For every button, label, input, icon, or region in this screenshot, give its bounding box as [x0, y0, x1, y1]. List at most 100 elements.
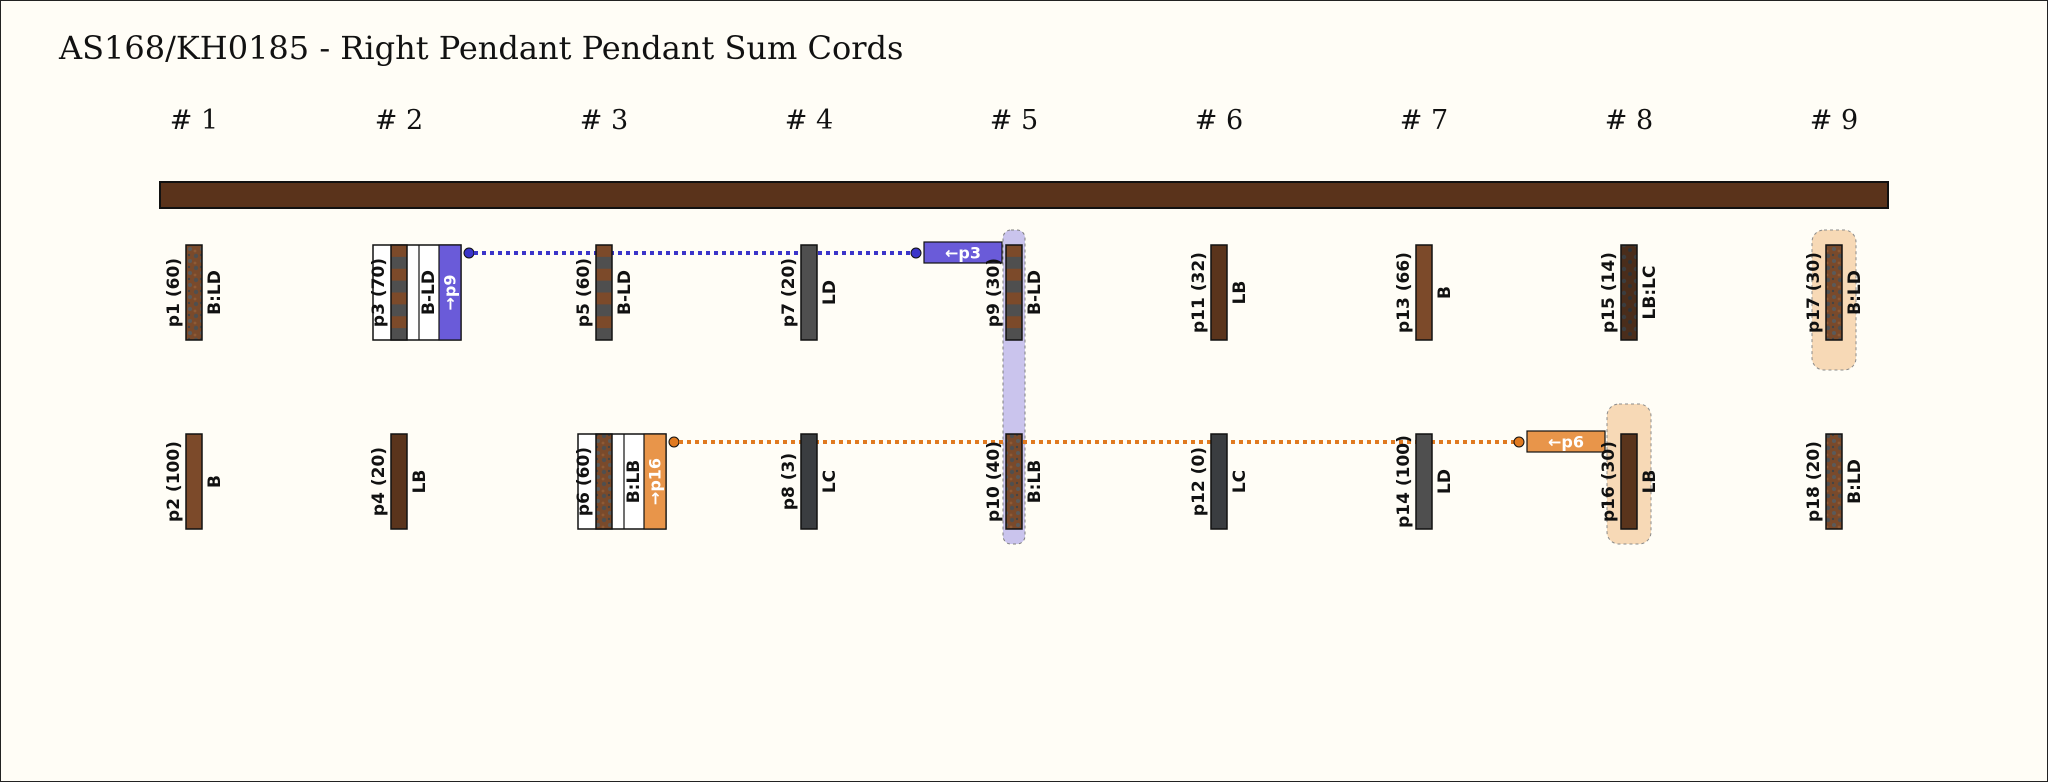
cord-p8[interactable]: p8 (3) LC [779, 433, 840, 530]
cord-stripe [391, 268, 407, 281]
cord-body [800, 244, 818, 341]
cord-p9[interactable]: p9 (30) B-LD [984, 244, 1045, 341]
cord-label: p11 (32) [1189, 252, 1209, 333]
cord-color-label: B-LD [419, 270, 439, 315]
cord-body [1620, 244, 1638, 341]
cord-p7[interactable]: p7 (20) LD [779, 244, 840, 341]
cord-color-label: B:LB [1025, 460, 1045, 504]
cord-label: p7 (20) [779, 258, 799, 327]
cord-body [1620, 433, 1638, 530]
target-tag-box [923, 241, 1003, 264]
cord-p4[interactable]: p4 (20) LB [369, 433, 430, 530]
cord-stripe [596, 268, 612, 281]
cord-color-label: B:LD [1845, 270, 1865, 315]
sum-tag-label: →p16 [646, 458, 665, 505]
cord-p16[interactable]: p16 (30) LB [1599, 433, 1660, 530]
cord-label: p16 (30) [1599, 441, 1619, 522]
pendant-cords: p1 (60) B:LD p2 (100) B →p9 p3 (70) B-LD p4 (20… [164, 244, 1865, 530]
cord-p11[interactable]: p11 (32) LB [1189, 244, 1250, 341]
cord-label: p9 (30) [984, 258, 1004, 327]
cord-p10[interactable]: p10 (40) B:LB [984, 433, 1045, 530]
cord-label: p10 (40) [984, 441, 1004, 522]
cord-color-label: B-LD [1025, 270, 1045, 315]
cluster-label: # 6 [1195, 105, 1243, 136]
cord-color-label: LD [820, 280, 840, 305]
cord-color-label: B:LB [624, 460, 644, 504]
cord-stripe [1006, 245, 1022, 257]
cord-color-label: B:LD [1845, 459, 1865, 504]
cord-label: p3 (70) [369, 258, 389, 327]
cord-stripe [1006, 316, 1022, 329]
cord-body [1415, 244, 1433, 341]
cord-label: p15 (14) [1599, 252, 1619, 333]
target-tag-box [1526, 430, 1606, 453]
cord-p14[interactable]: p14 (100) LD [1394, 433, 1455, 530]
cord-body [1415, 433, 1433, 530]
link-start-dot [668, 436, 680, 448]
cord-stripe [596, 292, 612, 305]
cord-body [1210, 433, 1228, 530]
cord-label: p1 (60) [164, 258, 184, 327]
target-tag-label: ←p6 [1548, 433, 1584, 452]
cord-color-label: LB [1230, 281, 1250, 305]
cluster-label: # 7 [1400, 105, 1448, 136]
cord-p18[interactable]: p18 (20)B:LD [1804, 433, 1865, 530]
cord-p3[interactable]: →p9 p3 (70) B-LD [369, 244, 462, 341]
cord-stripe [596, 245, 612, 257]
cord-color-label: LB:LC [1640, 266, 1660, 320]
cord-color-label: B:LD [205, 270, 225, 315]
cord-body [1825, 244, 1843, 341]
cord-color-label: LD [1435, 469, 1455, 494]
cord-label: p5 (60) [574, 258, 594, 327]
cord-color-label: LC [1230, 470, 1250, 493]
cord-stripe [391, 316, 407, 329]
target-tag-label: ←p3 [945, 244, 981, 263]
cord-body [390, 433, 408, 530]
cord-stripe [391, 292, 407, 305]
cord-p2[interactable]: p2 (100) B [164, 433, 225, 530]
cord-label: p12 (0) [1189, 447, 1209, 516]
cord-stripe [596, 316, 612, 329]
top-cord [159, 181, 1889, 209]
cord-color-label: B [1435, 286, 1455, 299]
cord-body [800, 433, 818, 530]
cord-label: p8 (3) [779, 453, 799, 510]
cord-color-label: LB [1640, 470, 1660, 494]
sum-tag-box [643, 433, 667, 530]
cord-p13[interactable]: p13 (66) B [1394, 244, 1455, 341]
cord-label: p13 (66) [1394, 252, 1414, 333]
cord-body [1005, 433, 1023, 530]
cluster-label: # 9 [1810, 105, 1858, 136]
cord-stripe [1006, 292, 1022, 305]
link-end-dot [1513, 436, 1525, 448]
sum-tag-label: →p9 [441, 275, 460, 311]
cord-stripe [391, 245, 407, 257]
cluster-label: # 4 [785, 105, 833, 136]
page-title: AS168/KH0185 - Right Pendant Pendant Sum… [58, 29, 903, 67]
cord-color-label: B [205, 475, 225, 488]
cord-body [595, 433, 613, 530]
cord-p5[interactable]: p5 (60)B-LD [574, 244, 635, 341]
cord-p12[interactable]: p12 (0) LC [1189, 433, 1250, 530]
cord-body [185, 244, 203, 341]
cord-p17[interactable]: p17 (30)B:LD [1804, 244, 1865, 341]
cord-label: p14 (100) [1394, 435, 1414, 528]
cord-p15[interactable]: p15 (14) LB:LC [1599, 244, 1660, 341]
cord-p1[interactable]: p1 (60) B:LD [164, 244, 225, 341]
sum-links: ←p3 ←p6 [463, 241, 1606, 453]
cord-color-label: LC [820, 470, 840, 493]
cord-outline [595, 244, 613, 341]
cluster-label: # 2 [375, 105, 423, 136]
cluster-label: # 3 [580, 105, 628, 136]
cord-color-label: LB [410, 470, 430, 494]
cord-body [185, 433, 203, 530]
cord-outline [390, 244, 408, 341]
cord-label: p2 (100) [164, 441, 184, 522]
cord-body [1210, 244, 1228, 341]
cord-stripe [1006, 268, 1022, 281]
cord-label: p4 (20) [369, 447, 389, 516]
cord-outline [1005, 244, 1023, 341]
